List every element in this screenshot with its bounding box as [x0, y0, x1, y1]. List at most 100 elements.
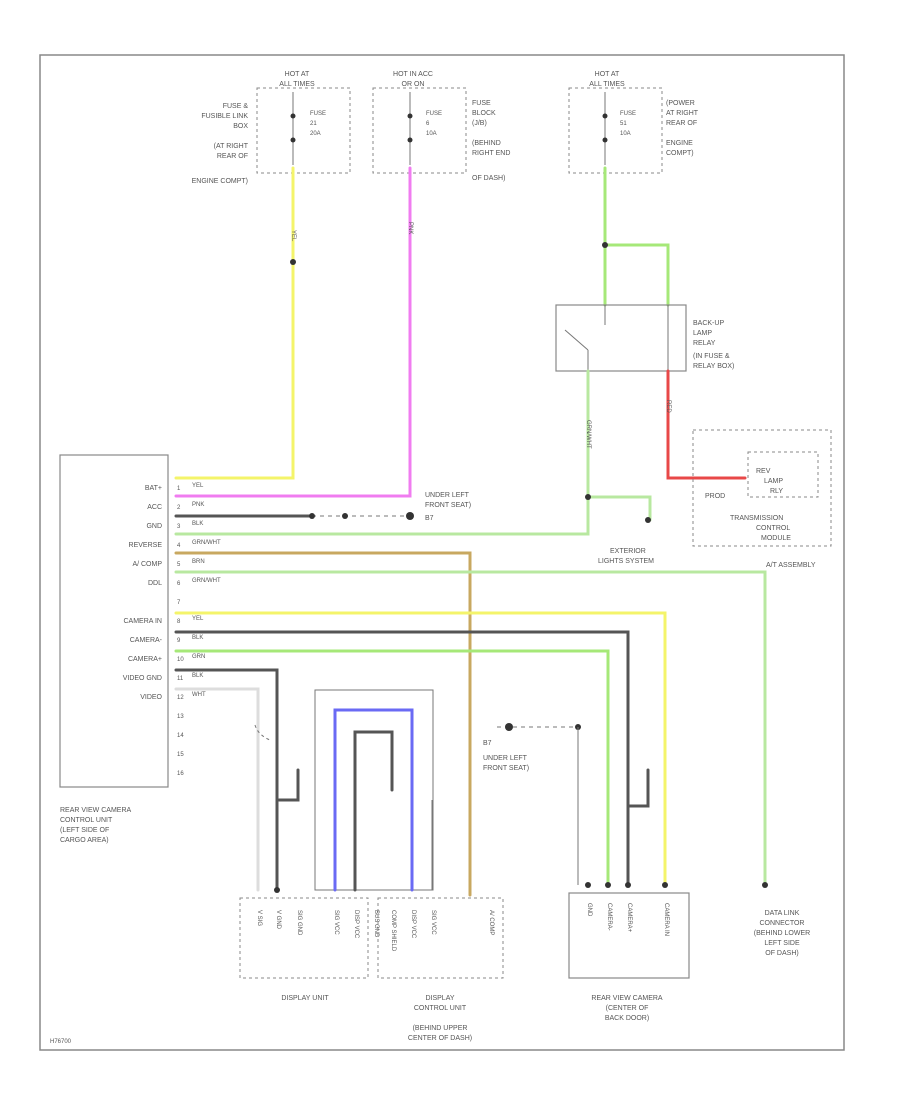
wire-bat-yel: [174, 166, 295, 480]
transmission-control-module: REV LAMP RLY PROD TRANSMISSION CONTROL M…: [692, 429, 832, 569]
ccu-wire-color: BRN: [192, 559, 205, 565]
ccu-pin-name: BAT+: [145, 485, 162, 492]
ccu-wire-color: BLK: [192, 635, 203, 641]
rear-camera-pin: CAMERA IN: [663, 903, 669, 936]
svg-text:(LEFT SIDE OF: (LEFT SIDE OF: [60, 827, 109, 834]
wire-video: [174, 687, 260, 892]
svg-text:BLOCK: BLOCK: [472, 110, 496, 117]
svg-text:OR ON: OR ON: [402, 81, 425, 88]
ccu-pin-name: A/ COMP: [132, 561, 162, 568]
svg-text:FUSE: FUSE: [472, 100, 491, 107]
svg-text:A/T ASSEMBLY: A/T ASSEMBLY: [766, 562, 816, 569]
svg-text:BACK DOOR): BACK DOOR): [605, 1015, 649, 1022]
svg-text:RLY: RLY: [770, 488, 783, 495]
svg-text:AT RIGHT: AT RIGHT: [666, 110, 699, 117]
svg-text:REAR VIEW CAMERA: REAR VIEW CAMERA: [60, 807, 132, 814]
svg-text:DISPLAY: DISPLAY: [425, 995, 454, 1002]
svg-text:REAR OF: REAR OF: [217, 153, 248, 160]
svg-text:GRN/WHT: GRN/WHT: [585, 420, 591, 449]
svg-text:21: 21: [310, 121, 317, 127]
svg-text:CONNECTOR: CONNECTOR: [760, 920, 805, 927]
svg-text:10A: 10A: [426, 131, 437, 137]
svg-text:CONTROL: CONTROL: [756, 525, 790, 532]
svg-text:(AT RIGHT: (AT RIGHT: [214, 143, 249, 150]
svg-text:(BEHIND: (BEHIND: [472, 140, 501, 147]
svg-text:B7: B7: [483, 740, 492, 747]
svg-text:51: 51: [620, 121, 627, 127]
ccu-pin-number: 16: [177, 771, 184, 777]
ccu-wire-color: GRN/WHT: [192, 540, 221, 546]
ccu-pin-number: 12: [177, 695, 184, 701]
svg-text:BOX: BOX: [233, 123, 248, 130]
svg-text:10A: 10A: [620, 131, 631, 137]
ccu-pin-name: VIDEO: [140, 694, 162, 701]
ccu-pin-number: 11: [177, 676, 184, 682]
svg-text:(CENTER OF: (CENTER OF: [606, 1005, 649, 1012]
wire-relay-supply: [603, 166, 670, 307]
wire-camera-minus: [174, 630, 630, 887]
ccu-pin-name: VIDEO GND: [123, 675, 162, 682]
svg-text:UNDER LEFT: UNDER LEFT: [483, 755, 528, 762]
ccu-wire-color: GRN/WHT: [192, 578, 221, 584]
ccu-wire-color: YEL: [192, 616, 204, 622]
svg-text:6: 6: [426, 121, 430, 127]
svg-text:REV: REV: [756, 468, 771, 475]
ccu-pin-number: 14: [177, 733, 184, 739]
wire-video-gnd: [174, 668, 279, 892]
svg-text:FUSE: FUSE: [620, 111, 636, 117]
svg-text:20A: 20A: [310, 131, 321, 137]
svg-text:ALL TIMES: ALL TIMES: [279, 81, 315, 88]
svg-text:FUSE: FUSE: [426, 111, 442, 117]
wire-blu: [333, 708, 414, 892]
ccu-pin-number: 7: [177, 600, 181, 606]
ccu-pin-number: 3: [177, 524, 181, 530]
svg-text:B7: B7: [425, 515, 434, 522]
wire-camera-in: [174, 611, 667, 887]
ccu-pin-number: 6: [177, 581, 181, 587]
svg-text:CONTROL UNIT: CONTROL UNIT: [60, 817, 113, 824]
wire-reverse: [174, 369, 590, 536]
wire-ddl: [174, 570, 767, 887]
ccu-pin-name: CAMERA IN: [123, 618, 162, 625]
ccu-pin-name: DDL: [148, 580, 162, 587]
display-unit-pin: BUS GND: [373, 910, 379, 938]
ccu-wire-color: BLK: [192, 521, 203, 527]
svg-text:(J/B): (J/B): [472, 120, 487, 127]
ccu-pin-name: ACC: [147, 504, 162, 511]
svg-text:DATA LINK: DATA LINK: [765, 910, 800, 917]
svg-text:ENGINE: ENGINE: [666, 140, 693, 147]
figure-id: H76700: [50, 1039, 72, 1045]
wire-acc-pnk: [174, 166, 412, 498]
wire-relay-red: [666, 369, 747, 480]
ccu-pin-number: 2: [177, 505, 181, 511]
wire-blk-internal: [353, 730, 394, 892]
ccu-wire-color: WHT: [192, 692, 206, 698]
wire-comp-brn: [174, 551, 472, 897]
ccu-pin-number: 15: [177, 752, 184, 758]
svg-text:UNDER LEFT: UNDER LEFT: [425, 492, 470, 499]
ccu-wire-color: BLK: [192, 673, 203, 679]
svg-text:OF DASH): OF DASH): [765, 950, 798, 957]
svg-text:DISPLAY UNIT: DISPLAY UNIT: [281, 995, 329, 1002]
ccu-wire-color: GRN: [192, 654, 205, 660]
svg-text:HOT AT: HOT AT: [285, 71, 310, 78]
svg-text:HOT IN ACC: HOT IN ACC: [393, 71, 433, 78]
ccu-pin-number: 1: [177, 486, 181, 492]
diagram-border: [39, 54, 845, 1051]
ccu-wire-color: PNK: [192, 502, 204, 508]
rear-camera-pin: CAMERA+: [626, 903, 632, 933]
svg-text:FUSE: FUSE: [310, 111, 326, 117]
rear-camera-pin: GND: [586, 903, 592, 917]
svg-text:RED: RED: [665, 400, 671, 413]
svg-text:(POWER: (POWER: [666, 100, 695, 107]
display-control-pin: A/ COMP: [488, 910, 494, 935]
ccu-pin-number: 5: [177, 562, 181, 568]
ccu-pin-number: 8: [177, 619, 181, 625]
svg-text:OF DASH): OF DASH): [472, 175, 505, 182]
wire-camera-plus: [174, 649, 610, 887]
ccu-pin-number: 10: [177, 657, 184, 663]
display-unit-pin: V GND: [275, 910, 281, 930]
svg-text:CARGO AREA): CARGO AREA): [60, 837, 109, 844]
